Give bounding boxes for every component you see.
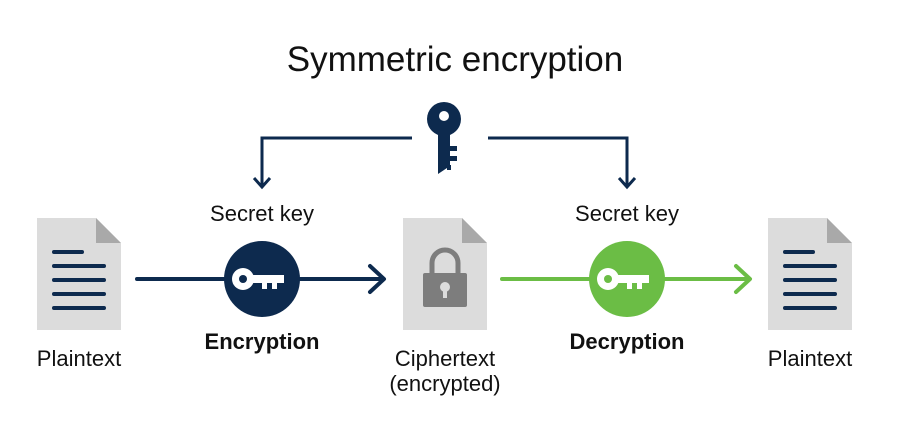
ciphertext-label: Ciphertext (encrypted) — [389, 346, 500, 397]
encrypt-secret-key-label: Secret key — [210, 201, 314, 226]
decrypt-secret-key-label: Secret key — [575, 201, 679, 226]
diagram-title: Symmetric encryption — [286, 40, 624, 79]
plaintext-output-document-icon — [768, 218, 852, 330]
plaintext-input-document-icon — [37, 218, 121, 330]
padlock-icon — [423, 247, 467, 307]
plaintext-input-label: Plaintext — [36, 346, 122, 371]
decrypt-key-circle-icon — [589, 241, 665, 317]
encryption-step-label: Encryption — [204, 329, 320, 354]
plaintext-output-label: Plaintext — [767, 346, 853, 371]
key-connector-right — [488, 136, 637, 190]
encrypt-key-circle-icon — [224, 241, 300, 317]
key-connector-left — [252, 136, 412, 190]
decryption-step-label: Decryption — [569, 329, 685, 354]
ciphertext-label-line1: Ciphertext — [394, 346, 496, 371]
ciphertext-label-line2: (encrypted) — [389, 371, 501, 397]
